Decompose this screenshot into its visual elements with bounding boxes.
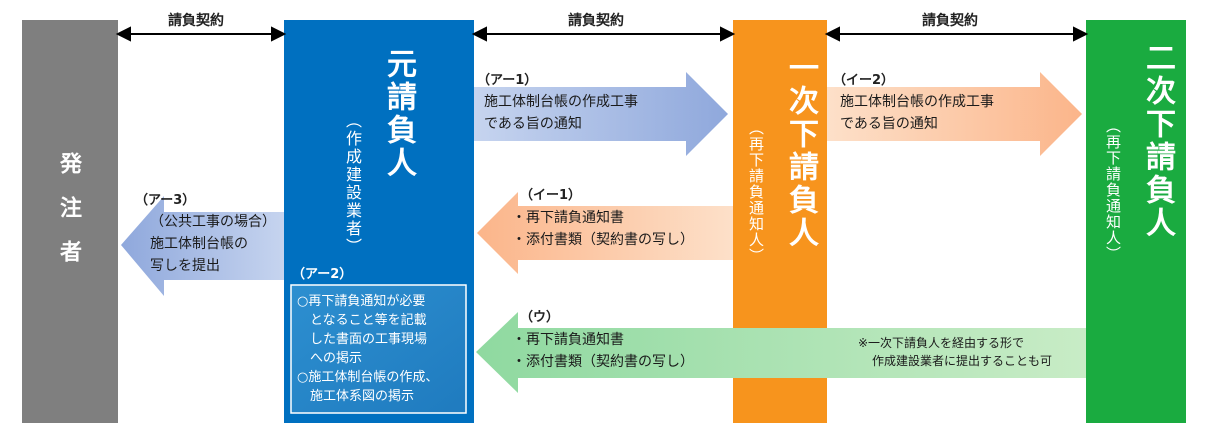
box-a2-line2: となること等を記載 [297,313,427,328]
arrow-a3 [121,196,284,296]
second-column [1086,20,1186,423]
box-a2-line3: した書面の工事現場 [297,332,428,347]
text-u-note1: ※一次下請負人を経由する形で [858,336,1025,350]
text-a3-line3: 写しを提出 [150,258,220,274]
text-i2-line1: 施工体制台帳の作成工事 [840,94,994,110]
text-a3-line1: （公共工事の場合） [150,214,276,230]
text-a1-line2: である旨の通知 [484,116,582,132]
label-a3: （アー3） [135,193,196,208]
contract-label-2: 請負契約 [568,13,624,29]
text-a3-line2: 施工体制台帳の [150,236,248,252]
label-i1: （イー1） [520,188,582,203]
text-u-note2: 作成建設業者に提出することも可 [872,354,1053,368]
second-subtitle: （再下請負通知人） [1104,118,1122,262]
prime-title: 元請負人 [381,48,416,180]
first-title: 一次下請負人 [783,52,818,250]
label-i2: （イー2） [833,73,895,88]
label-u: （ウ） [520,310,560,325]
arrow-i1 [477,192,733,274]
text-i1-line2: ・添付書類（契約書の写し） [512,232,694,248]
label-a2: （アー2） [292,267,353,282]
label-a1: （アー1） [477,73,538,88]
contract-label-1: 請負契約 [168,13,224,29]
text-u-line1: ・再下請負通知書 [512,332,624,348]
orderer-title: 発注者 [56,152,81,284]
box-a2-line5: ○施工体制台帳の作成、 [297,370,439,385]
box-a2-line4: への掲示 [297,351,363,366]
text-u-line2: ・添付書類（契約書の写し） [512,354,694,370]
arrow-u [476,312,1086,393]
prime-subtitle: （作成建設業者） [343,112,362,256]
arrow-i2 [827,72,1082,156]
first-subtitle: （再下請負通知人） [747,120,765,264]
box-a2-line6: 施工体系図の掲示 [297,389,415,404]
box-a2-line1: ○再下請負通知が必要 [297,294,426,309]
orderer-column [22,20,118,423]
second-title: 二次下請負人 [1140,42,1175,240]
text-a1-line1: 施工体制台帳の作成工事 [484,94,638,110]
text-i1-line1: ・再下請負通知書 [512,210,624,226]
box-a2-frame [290,284,467,414]
arrow-a1 [474,72,728,156]
text-i2-line2: である旨の通知 [840,116,938,132]
contract-label-3: 請負契約 [922,13,978,29]
